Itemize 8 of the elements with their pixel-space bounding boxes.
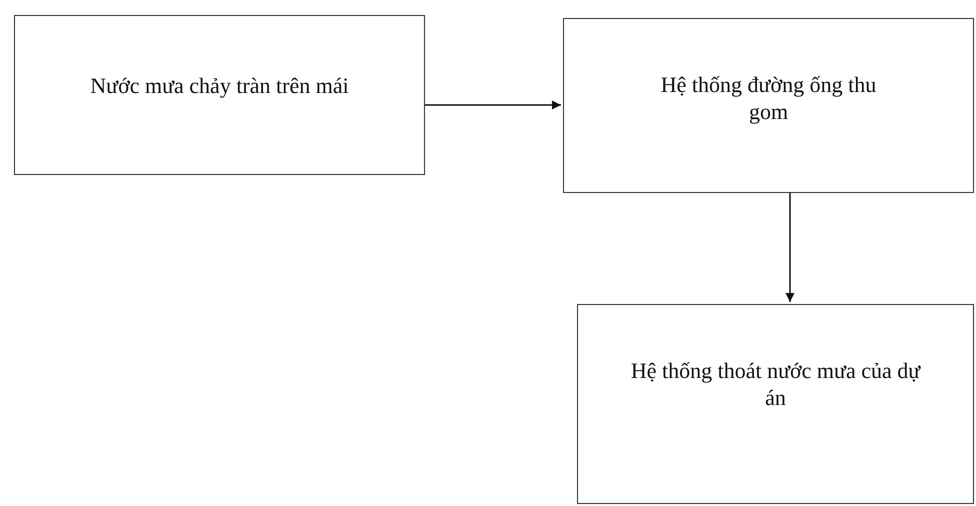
process-box	[577, 304, 974, 504]
process-box	[14, 15, 425, 175]
box-text: Hệ thống đường ống thu gom	[660, 70, 878, 124]
arrow	[786, 193, 794, 302]
arrow	[425, 100, 561, 110]
box-text: Nước mưa chảy tràn trên mái	[89, 72, 350, 98]
process-box	[563, 18, 974, 193]
box-text: Hệ thống thoát nước mưa của dự án	[630, 357, 922, 411]
